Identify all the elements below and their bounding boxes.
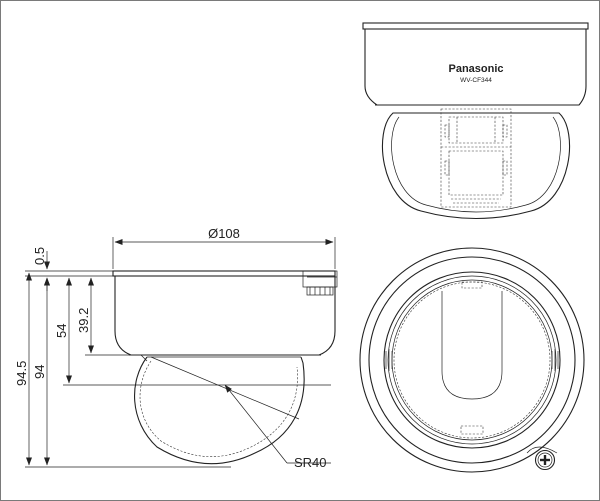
side-housing [114,276,336,356]
top-gap-label: 0.5 [32,247,47,265]
dome-radius-label: SR40 [294,455,327,470]
housing-height-label: 39.2 [76,308,91,333]
front-dome [381,112,571,219]
side-connector [302,270,338,296]
total-height-a-label: 94.5 [14,361,29,386]
side-dome [134,356,305,465]
side-view: SR40 Ø108 0.5 39.2 54 94.5 94 [14,226,338,470]
front-view: Panasonic WV-CF344 [362,22,589,219]
model-label: WV-CF344 [460,77,492,84]
diameter-label: Ø108 [208,226,240,241]
front-internal-module [440,108,512,208]
total-height-b-label: 94 [32,365,47,379]
screw-icon [526,446,558,471]
lens-slot [441,291,503,400]
bottom-outer-ring [359,247,585,473]
bottom-dome-edge [383,271,561,449]
bottom-view [359,247,585,473]
front-top-cap [362,22,589,30]
bottom-inner-ring [368,256,576,464]
brand-logo: Panasonic [448,63,503,75]
front-housing [364,28,587,106]
mid-height-label: 54 [54,324,69,338]
side-mount-plate [112,270,336,277]
